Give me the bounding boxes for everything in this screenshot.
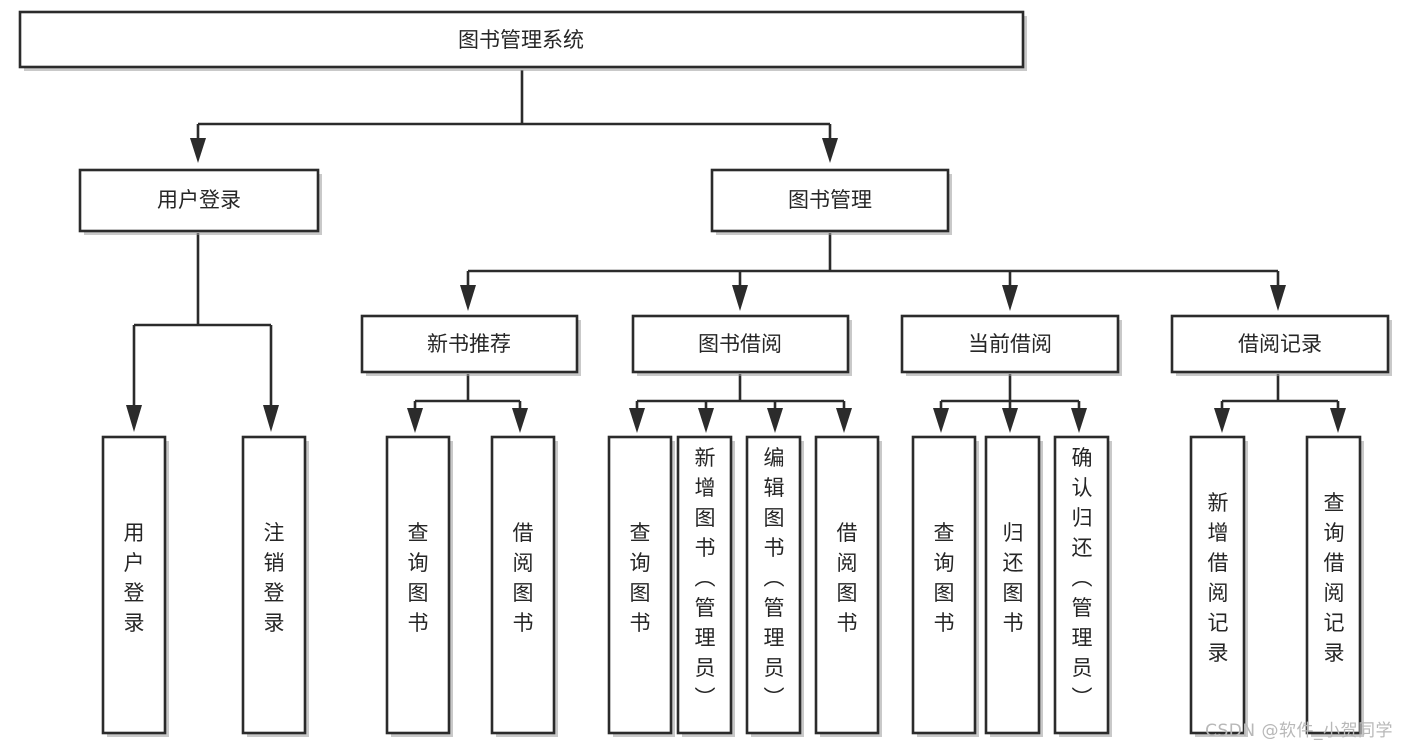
node-leaf-borrow-book-2[interactable]: 借阅图书 [814,435,882,737]
node-leaf-user-login[interactable]: 用户登录 [101,435,169,737]
node-leaf-borrow-book-2-rect [814,435,880,735]
arrow-currentborrow-leaf-2 [1002,408,1018,433]
node-root-label: 图书管理系统 [458,28,584,52]
node-leaf-query-book-2-rect [607,435,673,735]
node-leaf-edit-book-label: 编辑图书︵管理员︶ [764,446,785,710]
connector-group-root [190,70,838,163]
arrow-currentborrow-leaf-3 [1071,408,1087,433]
node-leaf-add-record-rect [1189,435,1246,735]
node-book-manage-label: 图书管理 [788,188,872,212]
node-borrow-record-label: 借阅记录 [1238,332,1322,356]
node-new-book-rect [360,314,579,374]
node-leaf-return-book-label: 归还图书 [1003,521,1024,635]
node-leaf-query-book-3-rect [911,435,977,735]
node-leaf-query-record-label: 查询借阅记录 [1324,491,1345,665]
node-new-book-label: 新书推荐 [427,332,511,356]
node-borrow-record[interactable]: 借阅记录 [1170,314,1392,376]
node-leaf-borrow-book-1-rect [490,435,556,735]
node-leaf-borrow-book-1[interactable]: 借阅图书 [490,435,558,737]
node-new-book-recommend[interactable]: 新书推荐 [360,314,581,376]
node-leaf-query-borrow-record[interactable]: 查询借阅记录 [1305,435,1364,737]
connector-group-book-manage [460,233,1286,311]
node-leaf-add-record-label: 新增借阅记录 [1208,491,1229,665]
arrow-borrowrecord-leaf-1 [1214,408,1230,433]
node-leaf-query-book-2[interactable]: 查询图书 [607,435,675,737]
node-current-borrow[interactable]: 当前借阅 [900,314,1122,376]
node-book-borrow[interactable]: 图书借阅 [631,314,852,376]
arrow-bookborrow-leaf-1 [629,408,645,433]
arrow-userlogin-leaf-1 [126,405,142,432]
arrow-bookborrow-leaf-4 [836,408,852,433]
arrow-newbook-leaf-1 [407,408,423,433]
connector-group-borrow-record [1214,374,1346,433]
connector-group-new-book [407,374,528,433]
arrow-newbook-leaf-2 [512,408,528,433]
node-leaf-add-book-rect [676,435,733,735]
arrow-bookborrow-leaf-2 [698,408,714,433]
node-user-login[interactable]: 用户登录 [78,168,322,235]
node-leaf-return-book-rect [984,435,1041,735]
node-leaf-edit-book-admin[interactable]: 编辑图书︵管理员︶ [745,435,804,737]
node-leaf-query-book-3-label: 查询图书 [934,521,955,635]
node-current-borrow-label: 当前借阅 [968,332,1052,356]
node-leaf-logout-rect [241,435,307,735]
node-root-rect [18,10,1025,69]
node-book-manage[interactable]: 图书管理 [710,168,952,235]
node-leaf-user-login-rect [101,435,167,735]
arrow-bookmanage-to-record [1270,285,1286,311]
node-leaf-edit-book-rect [745,435,802,735]
node-leaf-query-record-rect [1305,435,1362,735]
arrow-root-to-book-manage [822,138,838,163]
node-current-borrow-rect [900,314,1120,374]
node-leaf-logout-label: 注销登录 [264,521,285,635]
arrow-bookmanage-to-borrow [732,285,748,311]
node-borrow-record-rect [1170,314,1390,374]
arrow-userlogin-leaf-2 [263,405,279,432]
node-leaf-borrow-book-1-label: 借阅图书 [513,521,534,635]
arrow-root-to-user-login [190,138,206,163]
node-leaf-query-book-1-rect [385,435,451,735]
node-leaf-add-book-label: 新增图书︵管理员︶ [695,446,716,710]
node-book-borrow-rect [631,314,850,374]
node-root-system[interactable]: 图书管理系统 [18,10,1027,71]
node-user-login-rect [78,168,320,233]
node-leaf-user-login-label: 用户登录 [124,521,145,635]
node-book-manage-rect [710,168,950,233]
node-leaf-query-book-2-label: 查询图书 [630,521,651,635]
arrow-bookborrow-leaf-3 [767,408,783,433]
node-leaf-logout[interactable]: 注销登录 [241,435,309,737]
arrow-bookmanage-to-current [1002,285,1018,311]
node-leaf-borrow-book-2-label: 借阅图书 [837,521,858,635]
node-leaf-query-book-1[interactable]: 查询图书 [385,435,453,737]
connector-group-book-borrow [629,374,852,433]
connector-group-current-borrow [933,374,1087,433]
arrow-bookmanage-to-new-book [460,285,476,311]
node-leaf-query-book-3[interactable]: 查询图书 [911,435,979,737]
node-leaf-confirm-return-rect [1053,435,1110,735]
node-user-login-label: 用户登录 [157,188,241,212]
node-leaf-query-book-1-label: 查询图书 [408,521,429,635]
node-book-borrow-label: 图书借阅 [698,332,782,356]
node-leaf-return-book[interactable]: 归还图书 [984,435,1043,737]
node-leaf-confirm-return-label: 确认归还︵管理员︶ [1072,446,1093,710]
node-leaf-add-book-admin[interactable]: 新增图书︵管理员︶ [676,435,735,737]
node-leaf-add-borrow-record[interactable]: 新增借阅记录 [1189,435,1248,737]
node-leaf-confirm-return-admin[interactable]: 确认归还︵管理员︶ [1053,435,1112,737]
connector-group-user-login [126,233,279,432]
arrow-currentborrow-leaf-1 [933,408,949,433]
arrow-borrowrecord-leaf-2 [1330,408,1346,433]
